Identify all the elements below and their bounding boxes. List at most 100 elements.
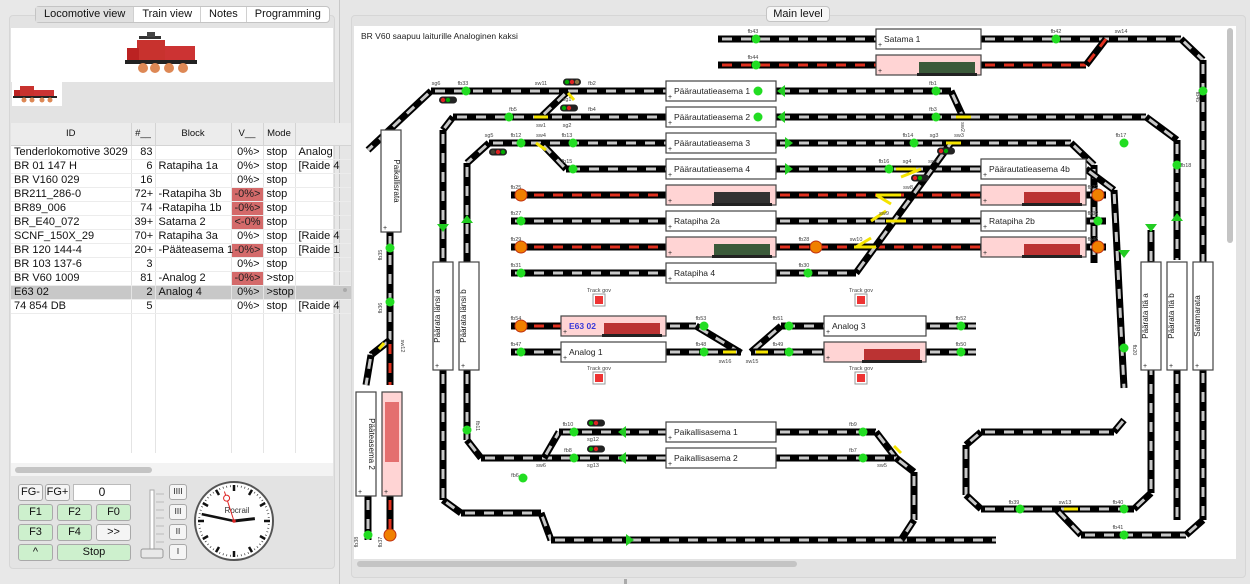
sensor-icon[interactable]	[516, 347, 526, 357]
block[interactable]	[355, 391, 377, 497]
sensor-icon[interactable]	[516, 216, 526, 226]
f1-button[interactable]: F1	[18, 504, 53, 521]
block[interactable]	[665, 447, 777, 469]
sensor-icon[interactable]	[461, 86, 471, 96]
col-mode[interactable]: Mode	[263, 123, 296, 146]
sensor-occupied-icon[interactable]	[514, 319, 528, 333]
table-hscrollbar[interactable]	[15, 467, 152, 473]
sensor-occupied-icon[interactable]	[514, 188, 528, 202]
switch-indicator[interactable]	[535, 141, 547, 152]
loco-thumbnail[interactable]	[12, 82, 62, 106]
sensor-icon[interactable]	[569, 453, 579, 463]
sensor-icon[interactable]	[751, 34, 761, 44]
sensor-icon[interactable]	[931, 86, 941, 96]
block[interactable]	[1140, 261, 1162, 371]
col-address[interactable]: #__	[131, 123, 156, 146]
block[interactable]	[665, 132, 777, 154]
block[interactable]	[665, 106, 777, 128]
block[interactable]	[823, 315, 927, 337]
sensor-icon[interactable]	[956, 347, 966, 357]
sensor-icon[interactable]	[1015, 504, 1025, 514]
sensor-icon[interactable]	[803, 268, 813, 278]
fg-plus-button[interactable]: FG+	[45, 484, 70, 501]
switch-indicator[interactable]	[566, 92, 576, 101]
stop-button[interactable]: Stop	[57, 544, 131, 561]
sensor-occupied-icon[interactable]	[1091, 240, 1105, 254]
sensor-icon[interactable]	[956, 321, 966, 331]
speed-step-3-button[interactable]: III	[169, 504, 187, 520]
plan-vertical-scrollbar[interactable]	[1227, 28, 1233, 243]
switch-indicator[interactable]	[377, 342, 386, 350]
sensor-occupied-icon[interactable]	[1091, 188, 1105, 202]
sensor-icon[interactable]	[1172, 160, 1182, 170]
sensor-icon[interactable]	[516, 268, 526, 278]
switch-indicator[interactable]	[892, 444, 903, 455]
sensor-icon[interactable]	[1119, 530, 1129, 540]
block[interactable]	[1192, 261, 1214, 371]
plan-horizontal-scrollbar[interactable]	[357, 561, 797, 567]
speed-slider-knob[interactable]	[140, 548, 164, 559]
speed-step-4-button[interactable]: IIII	[169, 484, 187, 500]
sensor-icon[interactable]	[784, 321, 794, 331]
f2-button[interactable]: F2	[57, 504, 92, 521]
sensor-icon[interactable]	[909, 138, 919, 148]
sensor-icon[interactable]	[385, 243, 395, 253]
sensor-icon[interactable]	[1198, 86, 1208, 96]
tab-locomotive-view[interactable]: Locomotive view	[36, 7, 134, 22]
tab-train-view[interactable]: Train view	[133, 7, 200, 22]
direction-button[interactable]: ^	[18, 544, 53, 561]
block[interactable]	[665, 158, 777, 180]
speed-step-2-button[interactable]: II	[169, 524, 187, 540]
f0-button[interactable]: F0	[96, 504, 131, 521]
sensor-icon[interactable]	[1119, 504, 1129, 514]
sensor-icon[interactable]	[858, 427, 868, 437]
sensor-icon[interactable]	[858, 453, 868, 463]
sensor-icon[interactable]	[884, 164, 894, 174]
col-block[interactable]: Block	[155, 123, 232, 146]
sensor-icon[interactable]	[699, 321, 709, 331]
block[interactable]	[560, 341, 667, 363]
sensor-icon[interactable]	[784, 347, 794, 357]
f3-button[interactable]: F3	[18, 524, 53, 541]
tab-notes[interactable]: Notes	[200, 7, 246, 22]
sensor-icon[interactable]	[569, 427, 579, 437]
panel-splitter[interactable]	[343, 288, 347, 292]
sensor-icon[interactable]	[753, 112, 763, 122]
col-speed[interactable]: V__	[231, 123, 264, 146]
speed-step-1-button[interactable]: I	[169, 544, 187, 560]
col-extra[interactable]	[295, 123, 352, 146]
sensor-icon[interactable]	[1093, 216, 1103, 226]
sensor-icon[interactable]	[568, 138, 578, 148]
sensor-icon[interactable]	[753, 86, 763, 96]
block[interactable]	[665, 262, 777, 284]
block[interactable]	[458, 261, 480, 371]
window-resize-grip[interactable]	[624, 579, 627, 584]
col-id[interactable]: ID	[11, 123, 132, 146]
sensor-icon[interactable]	[518, 473, 528, 483]
sensor-occupied-icon[interactable]	[514, 240, 528, 254]
f4-button[interactable]: F4	[57, 524, 92, 541]
sensor-icon[interactable]	[363, 530, 373, 540]
sensor-icon[interactable]	[385, 297, 395, 307]
sensor-icon[interactable]	[1119, 138, 1129, 148]
sensor-icon[interactable]	[462, 425, 472, 435]
sensor-occupied-icon[interactable]	[383, 528, 397, 542]
sensor-icon[interactable]	[1051, 34, 1061, 44]
block[interactable]	[665, 80, 777, 102]
sensor-occupied-icon[interactable]	[809, 240, 823, 254]
block[interactable]	[875, 28, 982, 50]
block[interactable]	[1166, 261, 1188, 371]
block[interactable]	[665, 421, 777, 443]
